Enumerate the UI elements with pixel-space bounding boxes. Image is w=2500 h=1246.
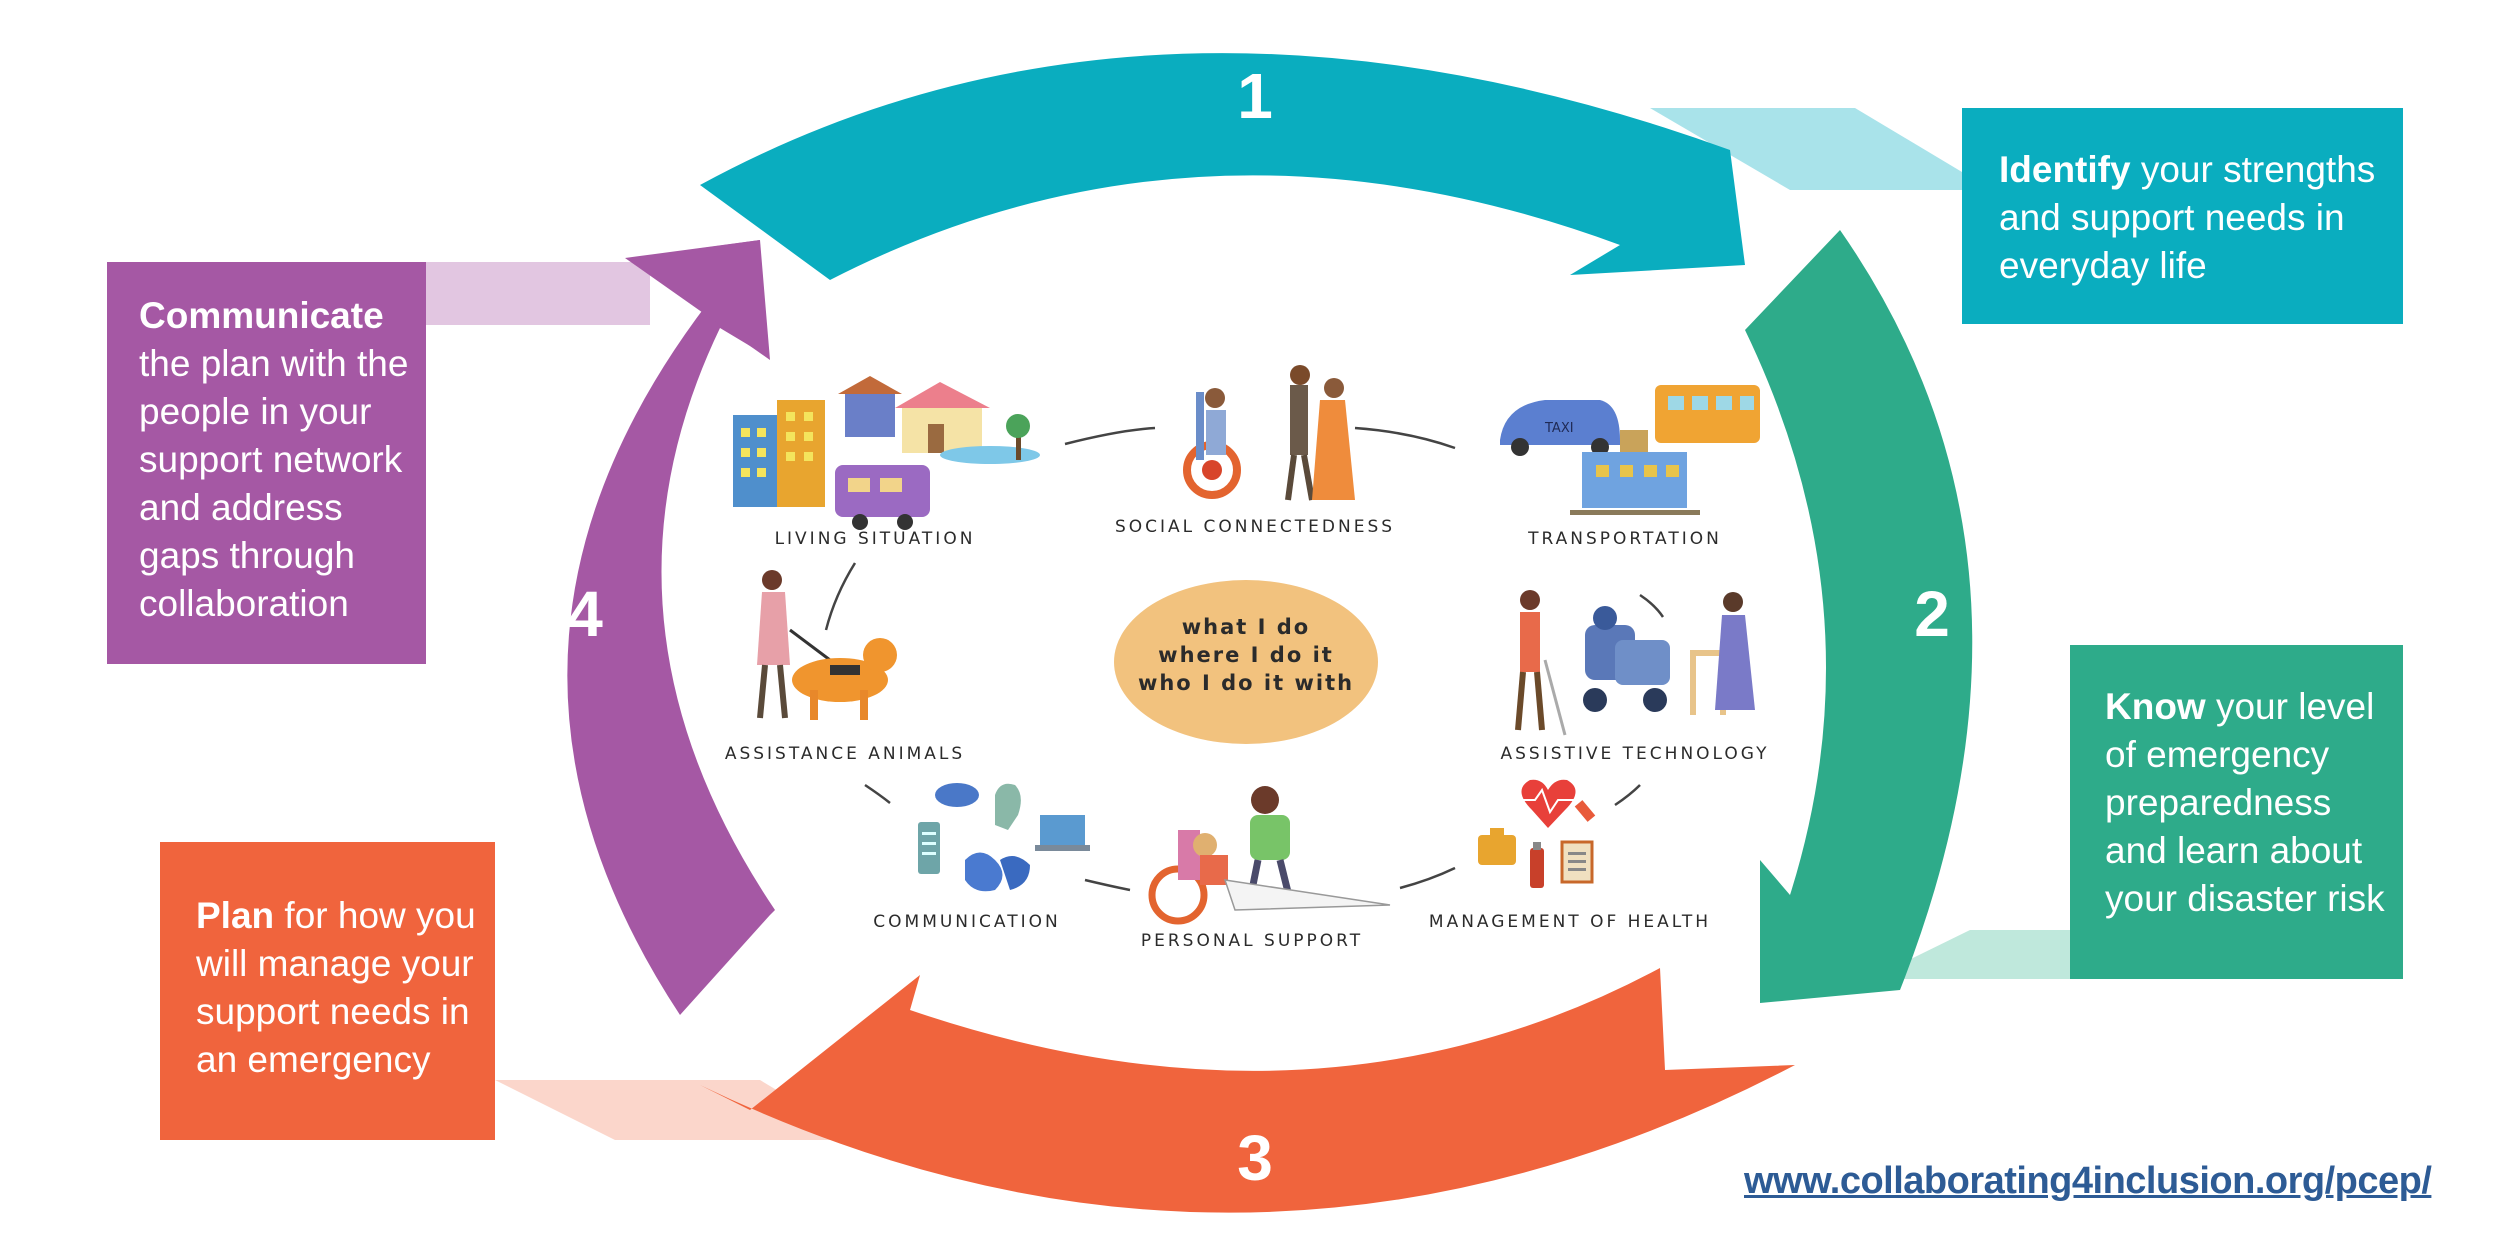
category-label-assistance-animals: ASSISTANCE ANIMALS (725, 744, 965, 764)
step-keyword-plan: Plan (196, 895, 275, 936)
step-box-know: Know your level of emergency preparednes… (2070, 645, 2403, 979)
assistance-animals-illustration (757, 570, 897, 720)
step-text-plan: for how you will manage your support nee… (196, 895, 476, 1080)
category-label-transportation: TRANSPORTATION (1527, 529, 1722, 549)
cycle-arrow-4-head (625, 240, 770, 360)
transportation-illustration: TAXI (1500, 385, 1760, 515)
step-keyword-communicate: Communicate (139, 295, 384, 336)
step-box-identify: Identify your strengths and support need… (1962, 108, 2403, 324)
step-box-communicate: Communicate the plan with the people in … (107, 262, 426, 664)
social-connectedness-illustration (1183, 365, 1355, 501)
center-line-2: where I do it (1158, 643, 1334, 667)
step-keyword-know: Know (2105, 686, 2206, 727)
cycle-arrow-3 (700, 968, 1795, 1213)
center-line-1: what I do (1182, 615, 1310, 639)
communication-illustration (918, 783, 1090, 892)
category-connectors (824, 426, 1665, 892)
category-label-social-connectedness: SOCIAL CONNECTEDNESS (1115, 517, 1395, 537)
personal-support-illustration (1148, 786, 1391, 925)
connector-band-4 (426, 262, 650, 325)
cycle-arrow-2 (1745, 230, 1973, 1003)
category-label-communication: COMMUNICATION (873, 912, 1060, 932)
step-text-communicate: the plan with the people in your support… (139, 343, 409, 624)
connector-band-3 (495, 1080, 860, 1140)
category-label-management-of-health: MANAGEMENT OF HEALTH (1429, 912, 1711, 932)
step-number-3: 3 (1237, 1122, 1273, 1194)
taxi-sign-text: TAXI (1544, 421, 1574, 436)
category-label-living-situation: LIVING SITUATION (775, 529, 976, 549)
step-keyword-identify: Identify (1999, 149, 2131, 190)
cycle-arrow-4 (567, 240, 775, 1015)
cycle-arrow-1 (700, 53, 1745, 280)
website-link[interactable]: www.collaborating4inclusion.org/pcep/ (1744, 1160, 2432, 1202)
step-number-1: 1 (1237, 60, 1273, 132)
connector-band-1 (1650, 108, 1962, 190)
step-text-know: your level of emergency preparedness and… (2105, 686, 2385, 919)
category-label-personal-support: PERSONAL SUPPORT (1141, 931, 1363, 951)
connector-band-2 (1870, 930, 2070, 979)
assistive-technology-illustration (1515, 590, 1755, 736)
center-ellipse (1114, 580, 1378, 744)
center-line-3: who I do it with (1138, 671, 1354, 695)
step-text-identify: your strengths and support needs in ever… (1999, 149, 2376, 286)
category-label-assistive-technology: ASSISTIVE TECHNOLOGY (1500, 744, 1769, 764)
step-box-plan: Plan for how you will manage your suppor… (160, 842, 495, 1140)
step-number-2: 2 (1914, 578, 1950, 650)
step-number-4: 4 (567, 578, 603, 650)
living-situation-illustration (733, 376, 1040, 530)
management-of-health-illustration (1478, 779, 1596, 888)
